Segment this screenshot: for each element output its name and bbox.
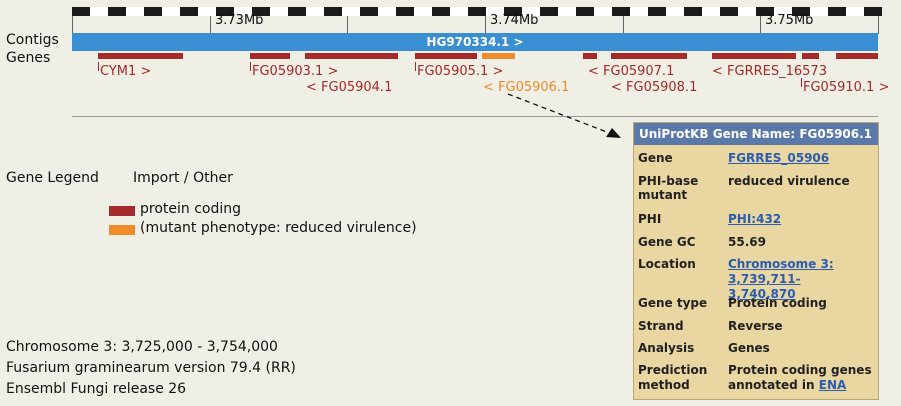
- popup-key: Prediction method: [638, 363, 708, 392]
- ruler-tick: [72, 16, 73, 34]
- phi-link[interactable]: PHI:432: [728, 212, 782, 226]
- gene-info-popup: UniProtKB Gene Name: FG05906.1 Gene FGRR…: [633, 122, 879, 400]
- gene-label[interactable]: FG05903.1 >: [252, 64, 339, 79]
- popup-pointer-arrow: [507, 93, 621, 138]
- ruler-segment: [504, 7, 522, 16]
- popup-key: Gene: [638, 151, 673, 165]
- ruler-segment: [864, 7, 882, 16]
- gene-label[interactable]: CYM1 >: [100, 64, 152, 79]
- ruler-segment: [252, 7, 270, 16]
- ruler-label: 3.75Mb: [765, 13, 814, 28]
- ruler-segment: [108, 7, 126, 16]
- popup-key: PHI-base mutant: [638, 174, 699, 202]
- ruler-segment: [216, 7, 234, 16]
- popup-value: Genes: [728, 341, 770, 355]
- popup-key: Location: [638, 257, 696, 271]
- popup-key: Gene type: [638, 296, 708, 310]
- ruler-segment: [360, 7, 378, 16]
- ruler-segment: [792, 7, 810, 16]
- ruler-segment: [684, 7, 702, 16]
- gene-label[interactable]: < FG05904.1: [306, 80, 393, 95]
- legend-subtitle: Import / Other: [133, 170, 233, 186]
- gene-link[interactable]: FGRRES_05906: [728, 151, 830, 165]
- ruler-tick: [485, 16, 486, 34]
- legend-title: Gene Legend: [6, 170, 99, 186]
- ensembl-release: Ensembl Fungi release 26: [6, 381, 187, 397]
- gene-bar[interactable]: [836, 53, 878, 59]
- ruler-tick: [623, 16, 624, 34]
- gene-bar[interactable]: [802, 53, 819, 59]
- ruler-segment: [828, 7, 846, 16]
- ruler-segment: [756, 7, 774, 16]
- location-link[interactable]: Chromosome 3: 3,739,711-3,740,870: [728, 257, 834, 301]
- ruler-tick: [347, 16, 348, 34]
- ruler-segment: [576, 7, 594, 16]
- ruler-tick: [878, 16, 879, 34]
- popup-value: Protein coding: [728, 296, 827, 310]
- ruler-segment: [468, 7, 486, 16]
- popup-key: Gene GC: [638, 235, 696, 249]
- species-version: Fusarium graminearum version 79.4 (RR): [6, 360, 296, 376]
- popup-key: Analysis: [638, 341, 695, 355]
- popup-key: Strand: [638, 319, 684, 333]
- legend-swatch-protein-coding: [109, 206, 135, 216]
- gene-bar[interactable]: [415, 53, 477, 59]
- legend-item: protein coding: [140, 201, 242, 217]
- gene-bar[interactable]: [712, 53, 796, 59]
- gene-label[interactable]: FG05905.1 >: [417, 64, 504, 79]
- genes-track-label: Genes: [6, 50, 51, 66]
- ruler-tick: [210, 16, 211, 34]
- ruler-label: 3.74Mb: [490, 13, 539, 28]
- gene-bar[interactable]: [98, 53, 183, 59]
- region-location: Chromosome 3: 3,725,000 - 3,754,000: [6, 339, 278, 355]
- contigs-track-label: Contigs: [6, 32, 59, 48]
- ruler-segment: [288, 7, 306, 16]
- ruler-segment: [648, 7, 666, 16]
- track-separator: [72, 116, 878, 117]
- ruler-segment: [432, 7, 450, 16]
- gene-bar[interactable]: [611, 53, 687, 59]
- popup-title: UniProtKB Gene Name: FG05906.1: [634, 123, 878, 145]
- ruler-segment: [180, 7, 198, 16]
- popup-value: reduced virulence: [728, 174, 850, 188]
- contig-bar[interactable]: HG970334.1 >: [72, 33, 878, 51]
- popup-key: PHI: [638, 212, 662, 226]
- gene-bar[interactable]: [250, 53, 290, 59]
- gene-label[interactable]: < FG05908.1: [611, 80, 698, 95]
- gene-label[interactable]: < FG05907.1: [588, 64, 675, 79]
- popup-value: Reverse: [728, 319, 783, 333]
- ruler-segment: [324, 7, 342, 16]
- scale-ruler: [72, 7, 882, 16]
- popup-value: 55.69: [728, 235, 766, 249]
- gene-label[interactable]: FG05910.1 >: [803, 80, 890, 95]
- legend-item: (mutant phenotype: reduced virulence): [140, 220, 417, 236]
- ruler-segment: [396, 7, 414, 16]
- ena-link[interactable]: ENA: [818, 378, 847, 392]
- popup-value: Protein coding genes annotated in ENA: [728, 363, 872, 392]
- ruler-segment: [720, 7, 738, 16]
- ruler-segment: [144, 7, 162, 16]
- ruler-label: 3.73Mb: [215, 13, 264, 28]
- gene-label[interactable]: < FG05906.1: [483, 80, 570, 95]
- ruler-segment: [612, 7, 630, 16]
- gene-label[interactable]: < FGRRES_16573: [712, 64, 827, 79]
- ruler-segment: [72, 7, 90, 16]
- gene-bar[interactable]: [305, 53, 398, 59]
- legend-swatch-reduced-virulence: [109, 225, 135, 235]
- gene-bar[interactable]: [482, 53, 515, 59]
- ruler-tick: [760, 16, 761, 34]
- ruler-segment: [540, 7, 558, 16]
- gene-bar[interactable]: [583, 53, 597, 59]
